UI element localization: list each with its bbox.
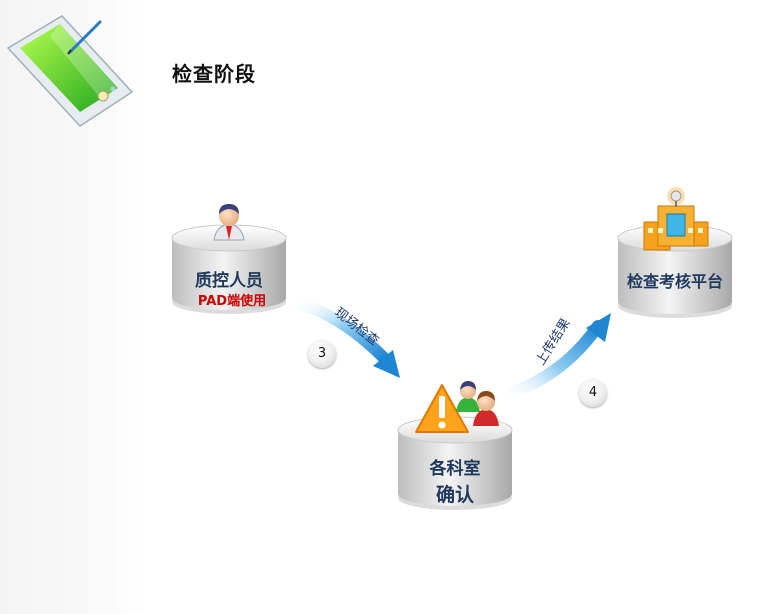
- warning-icon: [415, 384, 469, 433]
- step-badge-4: 4: [579, 379, 607, 407]
- step-badge-3: 3: [308, 340, 336, 368]
- people-icon: [456, 381, 499, 426]
- platform-label: 检查考核平台: [626, 272, 723, 291]
- departments-label: 各科室: [429, 459, 481, 479]
- flow-arrow-upload: [494, 313, 611, 402]
- flow-arrow-inspection: [286, 296, 400, 378]
- qc-staff-label: 质控人员: [195, 271, 263, 291]
- building-icon: [643, 187, 709, 251]
- qc-staff-sublabel: PAD端使用: [197, 294, 267, 309]
- page-title: 检查阶段: [172, 62, 256, 86]
- departments-sublabel: 确认: [435, 484, 474, 506]
- person-icon: [213, 204, 245, 241]
- tablet-icon: [6, 15, 134, 127]
